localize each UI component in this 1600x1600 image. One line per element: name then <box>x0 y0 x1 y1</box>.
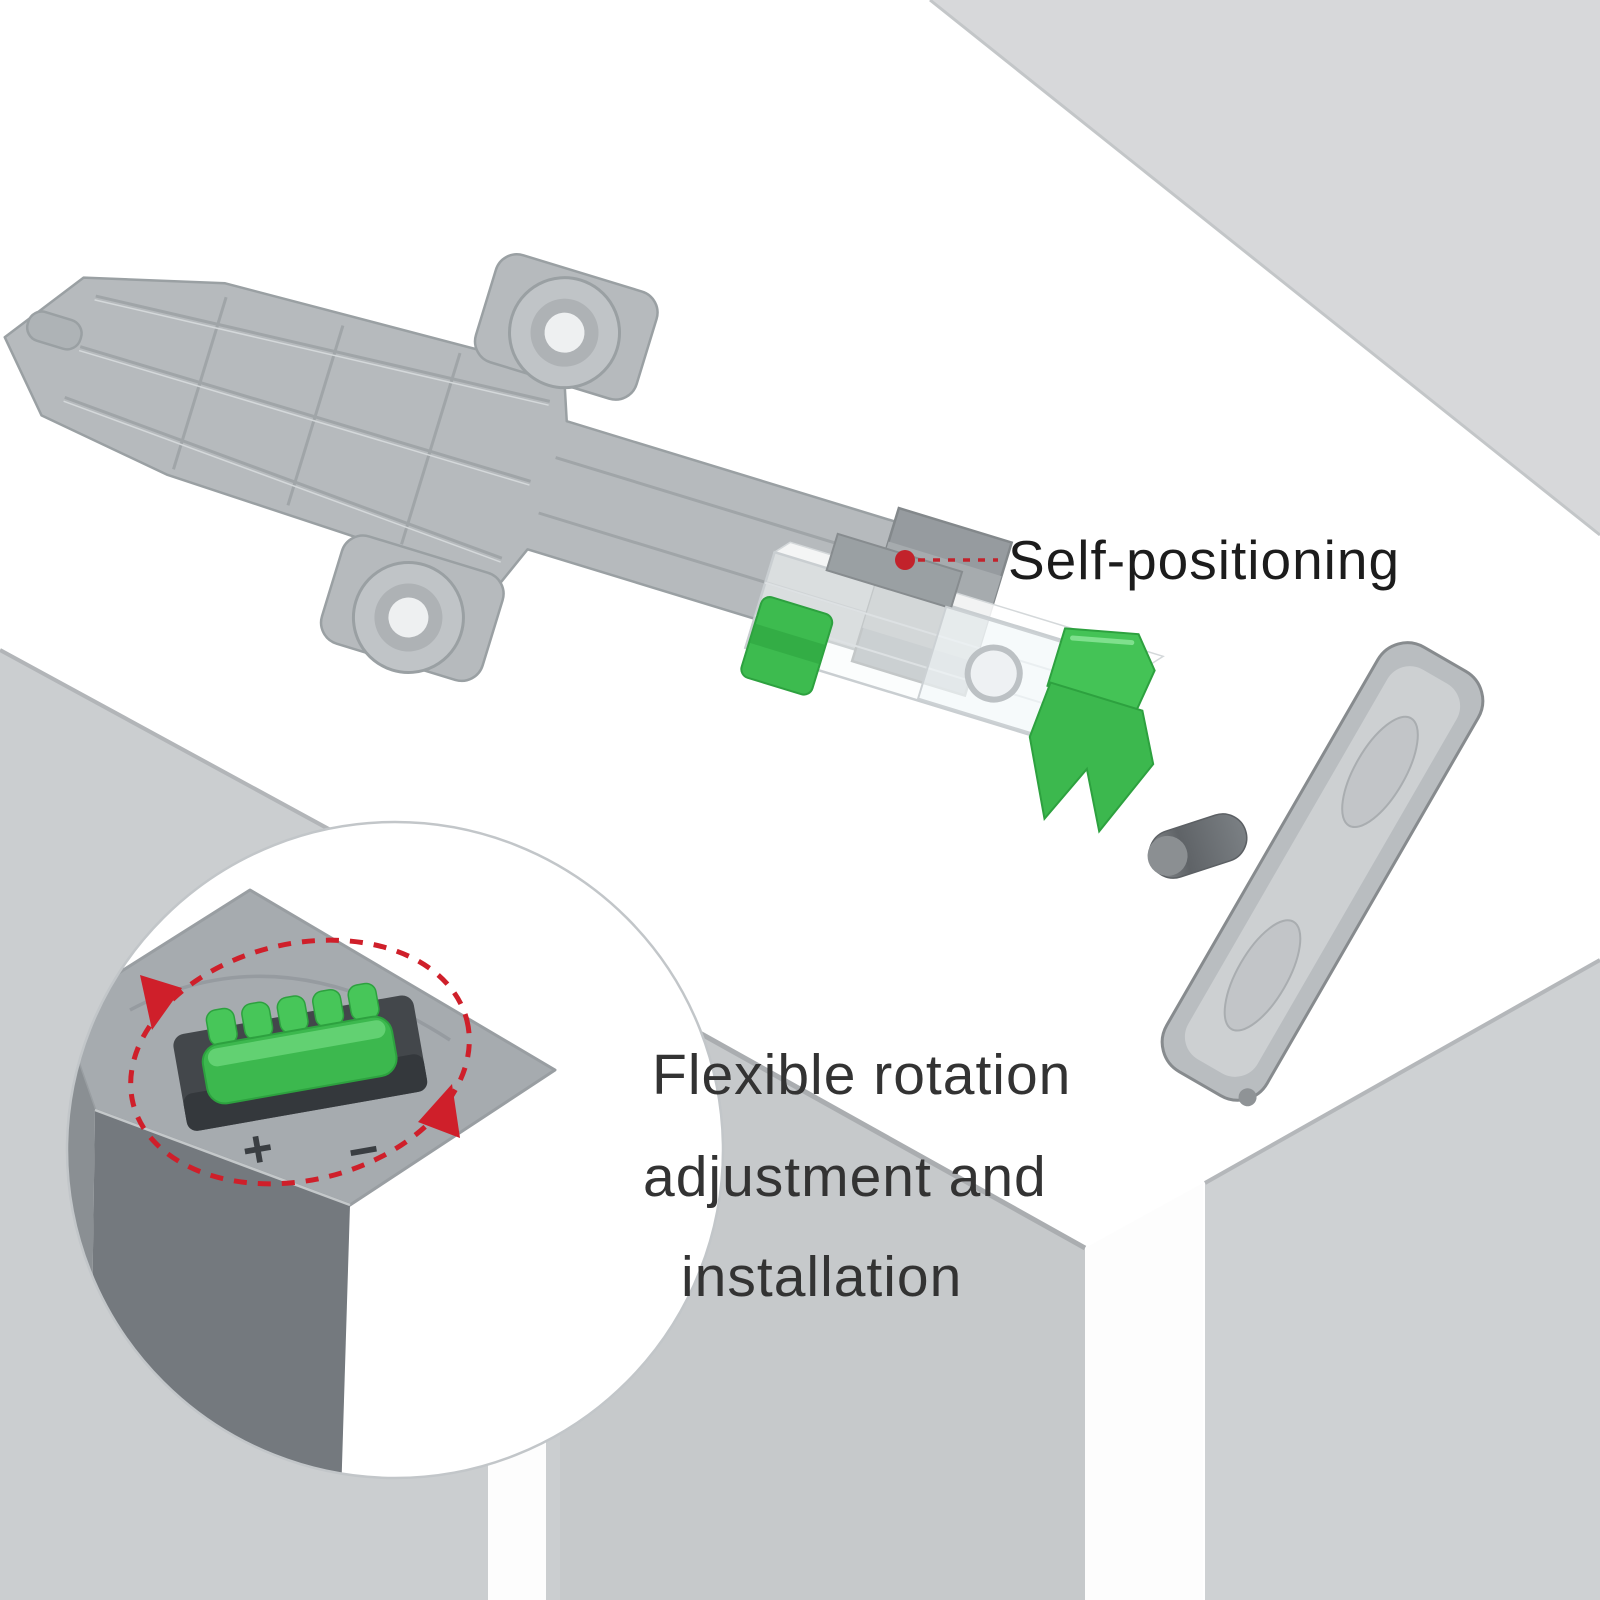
bracket-bottom-screw-hole <box>388 597 429 638</box>
adjustment-gear <box>201 982 398 1105</box>
catch-plate-recess-1 <box>1223 919 1302 1032</box>
housing-bevel-highlight <box>94 1108 351 1207</box>
catch-plate-nub <box>1238 1088 1257 1107</box>
rotation-dashed-ellipse <box>128 937 472 1187</box>
green-clip-left-shade <box>749 623 826 665</box>
rotation-indicator <box>128 937 472 1187</box>
board-gap-right <box>1085 1183 1203 1600</box>
striker-pin <box>1147 813 1248 879</box>
bracket-ribs <box>64 294 885 615</box>
catch-plate-recess-2 <box>1341 715 1419 829</box>
inset-circle-border <box>65 820 725 1480</box>
rotation-arrow-lower <box>418 1084 460 1138</box>
green-latch-claw <box>1028 681 1155 834</box>
panel-lower-right-edge <box>1204 958 1600 1185</box>
flexible-rotation-label-line3: installation <box>681 1245 963 1309</box>
transparent-rail-assembly <box>740 532 1165 834</box>
rotation-arrow-upper <box>140 975 182 1030</box>
gear-highlight <box>207 1020 386 1067</box>
adjustment-slot-group: + − <box>173 982 428 1182</box>
green-latch-highlight <box>1070 635 1135 646</box>
self-positioning-dot <box>895 550 915 570</box>
rail-tab-hole <box>964 644 1023 703</box>
panel-lower-right <box>1205 960 1600 1600</box>
bracket-top-screw-hole <box>544 312 585 353</box>
self-positioning-label: Self-positioning <box>1008 529 1401 591</box>
panel-top-right-edge <box>929 0 1600 537</box>
self-positioning-callout <box>895 550 998 570</box>
magnifier-inset: + − <box>65 820 725 1480</box>
catch-plate <box>1160 641 1485 1107</box>
striker-pin-cap <box>1147 835 1188 876</box>
bracket-rib-highlights <box>63 299 549 563</box>
flexible-rotation-label-line2: adjustment and <box>643 1145 1047 1209</box>
flexible-rotation-label-line1: Flexible rotation <box>652 1043 1072 1107</box>
bracket-nose-slot <box>25 310 83 351</box>
